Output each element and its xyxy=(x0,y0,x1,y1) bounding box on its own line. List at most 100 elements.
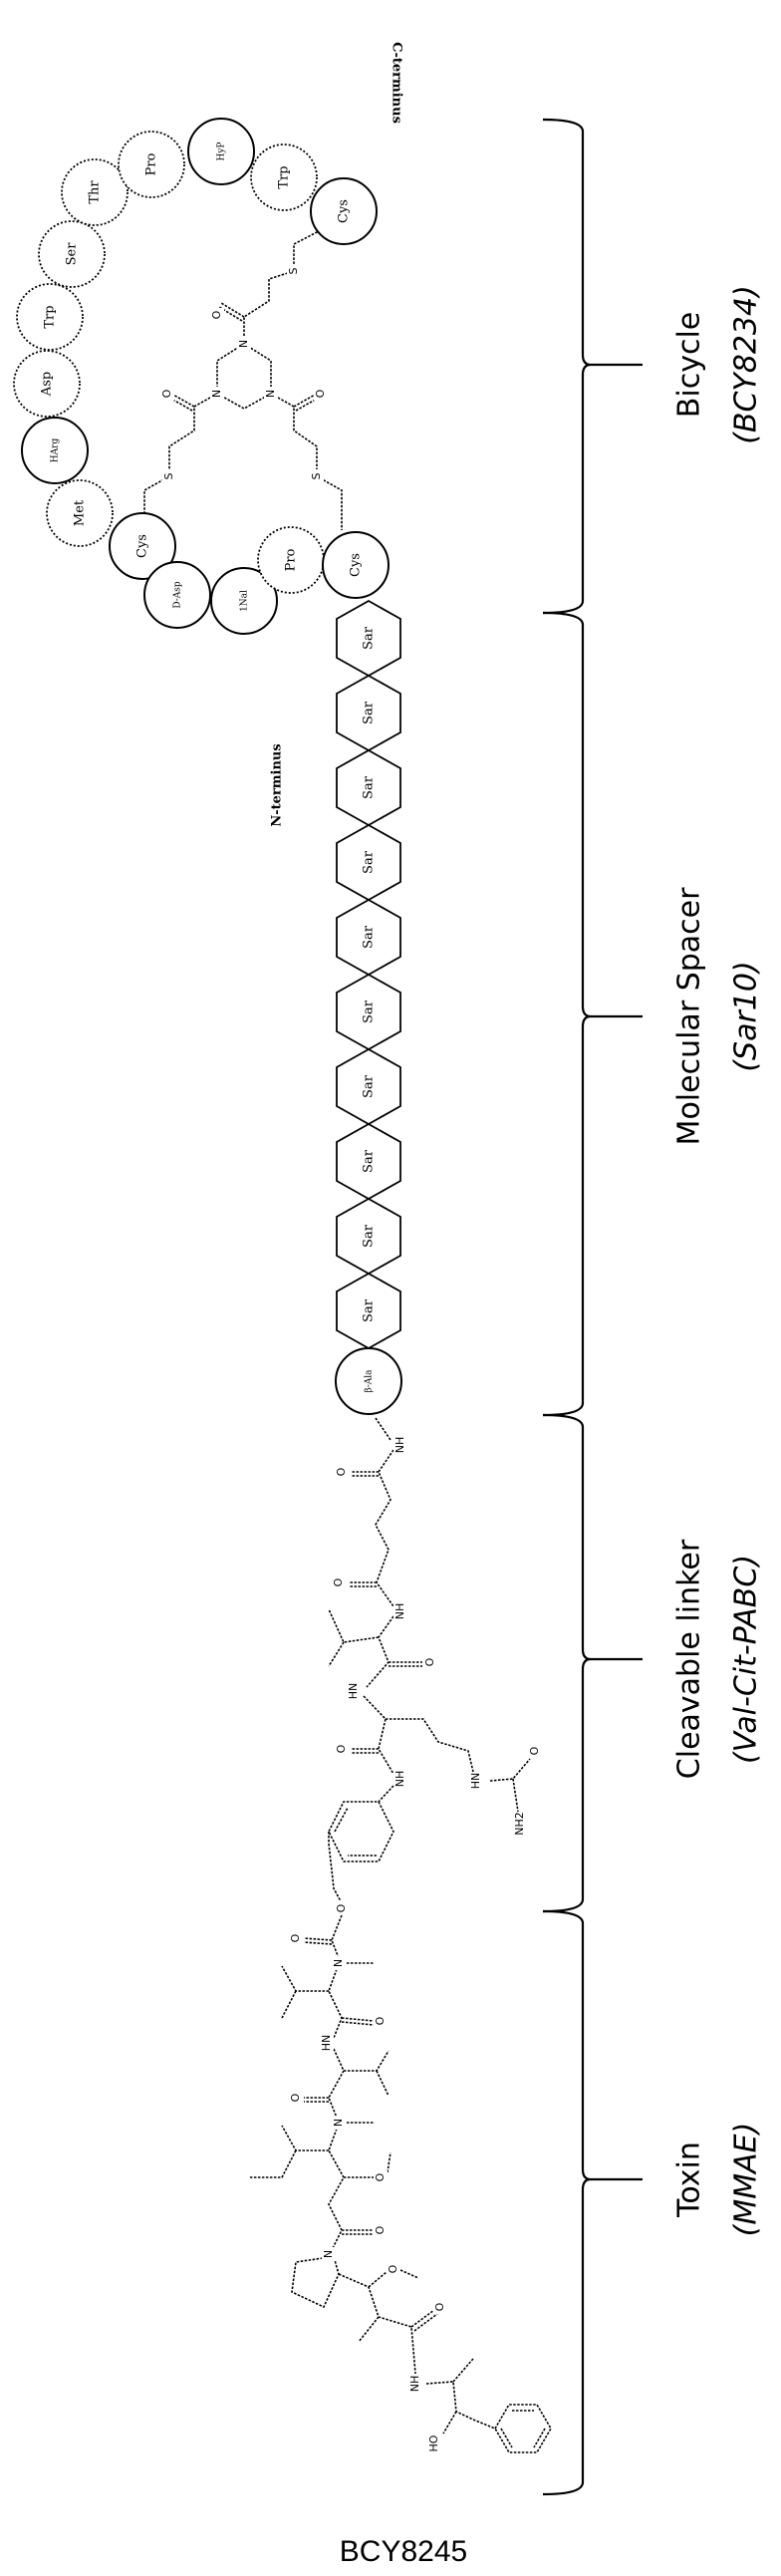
curly-bracket xyxy=(542,1413,643,1913)
sar-unit: Sar xyxy=(336,973,401,1051)
sar-unit: Sar xyxy=(336,599,401,678)
atom-label: HN xyxy=(469,1773,482,1790)
atom-label: O xyxy=(387,2264,399,2273)
linker-bonds xyxy=(328,1417,531,1902)
sar-label: Sar xyxy=(362,626,377,650)
beta-ala-label: β-Ala xyxy=(365,1369,375,1393)
residue-cys: Cys xyxy=(310,177,378,245)
atom-label: O xyxy=(289,2093,302,2102)
residue-circle xyxy=(118,131,185,198)
residue-trp: Trp xyxy=(16,283,84,351)
residue-label: Trp xyxy=(277,165,292,188)
atom-label: O xyxy=(374,2225,387,2234)
sar-unit: Sar xyxy=(336,1272,401,1350)
residue-circle xyxy=(109,512,176,580)
residue-circle xyxy=(250,143,318,211)
segment-subtitle: (Sar10) xyxy=(729,961,764,1071)
atom-label: N xyxy=(332,1959,345,1967)
n-terminus-label: N-terminus xyxy=(270,743,285,826)
atom-label: NH xyxy=(393,1771,406,1788)
curly-bracket xyxy=(542,611,643,1417)
atom-label: NH xyxy=(408,2376,421,2393)
residue-label: Pro xyxy=(284,548,299,571)
residue-label: Trp xyxy=(43,305,58,328)
segment-subtitle: (MMAE) xyxy=(729,2123,764,2237)
toxin-bonds xyxy=(249,1914,552,2453)
atom-label: S xyxy=(162,472,175,479)
atom-label: S xyxy=(287,267,300,274)
residue-circle xyxy=(61,158,129,226)
sar-label: Sar xyxy=(362,1149,377,1173)
segment-bicycle: Bicycle (BCY8234) xyxy=(542,118,764,615)
residue-label: Ser xyxy=(65,242,80,266)
atom-label: HN xyxy=(320,2035,333,2052)
beta-ala-circle xyxy=(335,1347,402,1415)
atom-label: S xyxy=(310,472,323,479)
residue-hyp: HyP xyxy=(187,118,255,185)
sar-unit: Sar xyxy=(336,748,401,827)
figure-caption: BCY8245 xyxy=(340,2535,467,2568)
beta-ala-residue: β-Ala xyxy=(335,1347,402,1415)
residue-dasp: D-Asp xyxy=(143,561,211,629)
atom-label: O xyxy=(433,2302,446,2311)
atom-label: N xyxy=(322,2250,335,2258)
residue-pro: Pro xyxy=(257,526,325,594)
atom-label: N xyxy=(264,390,277,398)
residue-label: Cys xyxy=(135,534,150,558)
segment-title: Molecular Spacer xyxy=(672,887,707,1146)
segment-title: Cleavable linker xyxy=(672,1539,707,1779)
sar-label: Sar xyxy=(362,701,377,724)
bicycle-scaffold-bonds xyxy=(143,230,343,530)
segment-toxin: Toxin (MMAE) xyxy=(542,1909,764,2496)
atom-label: N xyxy=(332,2119,345,2127)
segment-subtitle: (BCY8234) xyxy=(729,285,764,444)
atom-label: O xyxy=(374,2172,387,2181)
atom-label: O xyxy=(528,1746,541,1755)
sar-label: Sar xyxy=(362,1224,377,1248)
atom-label: O xyxy=(335,1744,348,1753)
residue-label: HArg xyxy=(51,438,61,463)
segment-title: Toxin xyxy=(672,2142,707,2218)
residue-label: HyP xyxy=(217,143,227,161)
residue-circle xyxy=(38,220,106,288)
residue-label: Met xyxy=(73,499,88,526)
residue-met: Met xyxy=(46,479,114,547)
residue-label: Cys xyxy=(349,553,364,577)
atom-label: NH xyxy=(393,1603,406,1620)
atom-label: N xyxy=(210,390,223,398)
residue-circle xyxy=(310,177,378,245)
residue-circle xyxy=(322,531,390,599)
sar-unit: Sar xyxy=(336,823,401,902)
atom-label: O xyxy=(210,310,223,319)
residue-pro: Pro xyxy=(118,131,185,198)
residue-circle xyxy=(187,118,255,185)
residue-circle xyxy=(21,417,89,484)
residue-thr: Thr xyxy=(61,158,129,226)
residue-cys: Cys xyxy=(109,512,176,580)
residue-1nal: 1Nal xyxy=(210,567,278,635)
residue-asp: Asp xyxy=(13,350,81,418)
residue-circle xyxy=(13,350,81,418)
sar-unit: Sar xyxy=(336,674,401,752)
sar-label: Sar xyxy=(362,850,377,874)
sar-unit: Sar xyxy=(336,898,401,977)
atom-label: NH2 xyxy=(513,1812,526,1836)
segment-brackets: Bicycle (BCY8234) Molecular Spacer (Sar10) C… xyxy=(542,118,764,2496)
segment-spacer: Molecular Spacer (Sar10) xyxy=(542,611,764,1417)
sar-unit: Sar xyxy=(336,1047,401,1126)
sar-label: Sar xyxy=(362,1074,377,1098)
residue-label: Asp xyxy=(40,372,55,397)
atom-label: O xyxy=(289,1933,302,1942)
residue-harg: HArg xyxy=(21,417,89,484)
segment-title: Bicycle xyxy=(672,312,707,418)
atom-label: O xyxy=(314,389,327,398)
residue-circle xyxy=(16,283,84,351)
residue-trp: Trp xyxy=(250,143,318,211)
atom-label: O xyxy=(160,389,173,398)
atom-label: O xyxy=(374,2016,387,2025)
atom-label: O xyxy=(335,1467,348,1476)
